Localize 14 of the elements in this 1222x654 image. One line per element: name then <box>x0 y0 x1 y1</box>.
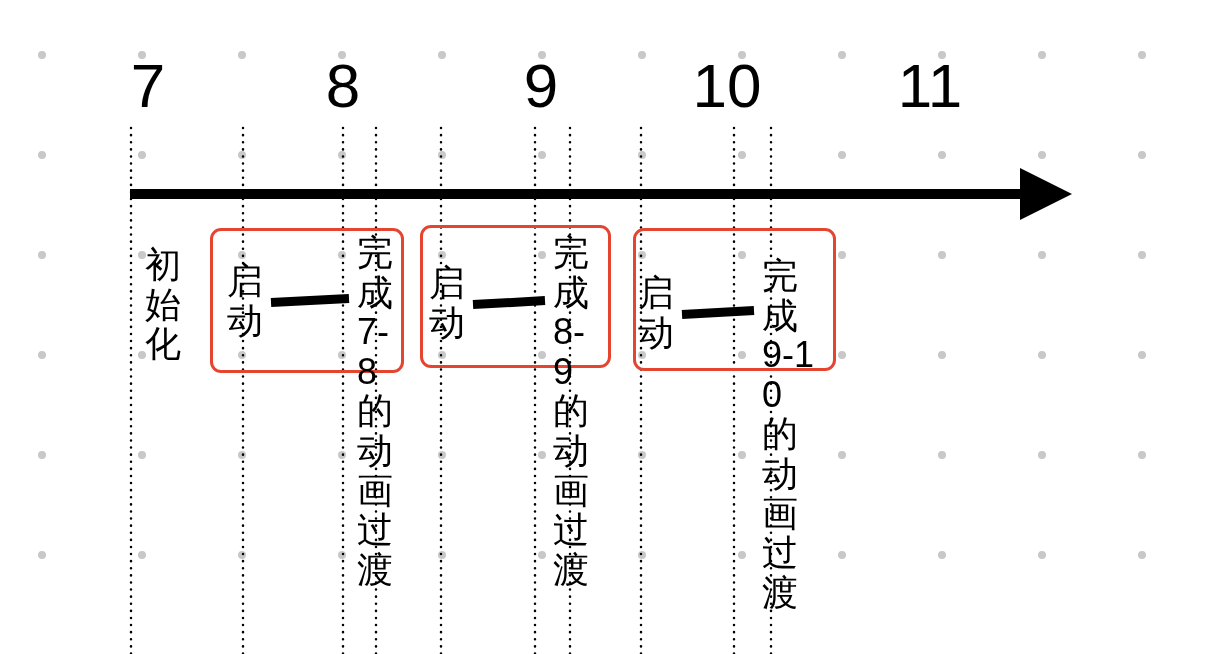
vertical-label: 启动 <box>227 261 263 341</box>
tick-number: 11 <box>897 55 963 117</box>
vertical-label: 完成9-10的动画过渡 <box>762 256 816 613</box>
tick-number: 8 <box>325 55 361 117</box>
vertical-label: 启动 <box>429 263 465 343</box>
connector-line <box>472 296 546 310</box>
connector-line <box>681 306 755 320</box>
connector-line <box>270 294 350 308</box>
highlight-box <box>633 228 836 371</box>
vertical-label: 启动 <box>638 273 674 353</box>
vertical-label: 初始化 <box>145 245 181 364</box>
tick-number: 7 <box>130 55 166 117</box>
tick-number: 9 <box>523 55 559 117</box>
tick-number: 10 <box>692 55 762 117</box>
